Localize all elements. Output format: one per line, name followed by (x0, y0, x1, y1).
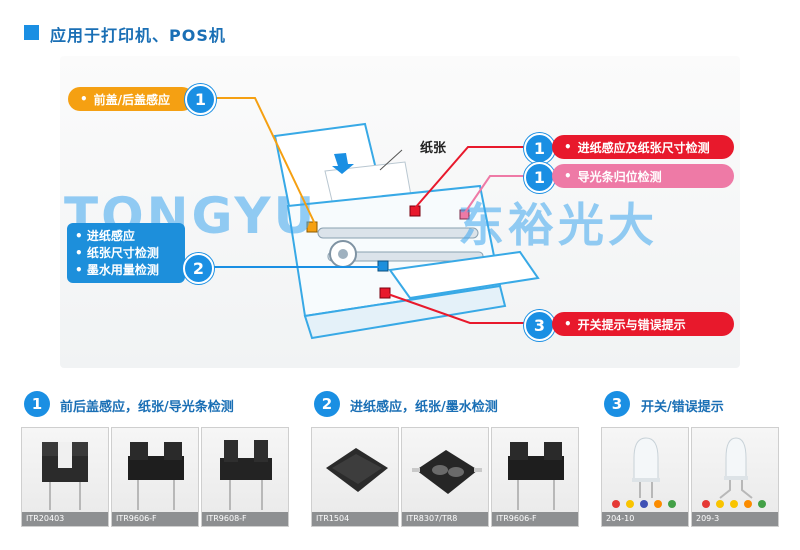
page-title: 应用于打印机、POS机 (50, 26, 226, 45)
led-color-dot (702, 500, 710, 508)
callout-light-guide-label: 导光条归位检测 (577, 169, 662, 184)
product-model: ITR9608-F (202, 512, 288, 526)
category-2-label: 进纸感应，纸张/墨水检测 (350, 400, 498, 415)
category-1-number: 1 (24, 391, 50, 417)
printer-illustration (273, 122, 540, 340)
led-color-dot (612, 500, 620, 508)
callout-front-cover: • 前盖/后盖感应 (68, 87, 194, 111)
callout-light-guide: • 导光条归位检测 (552, 164, 734, 188)
product-model: 209-3 (692, 512, 778, 526)
led-color-dot (716, 500, 724, 508)
led-color-dot (744, 500, 752, 508)
photointerrupter-image (42, 442, 88, 510)
product-card[interactable]: 204-10 (601, 427, 689, 527)
photointerrupter-image (128, 442, 184, 510)
reflective-sensor-image (326, 448, 388, 492)
callout-front-cover-label: 前盖/后盖感应 (93, 92, 171, 107)
callout-paper-feed-label: 进纸感应及纸张尺寸检测 (577, 140, 710, 155)
product-card[interactable]: ITR9606-F (491, 427, 579, 527)
bullet-dot: • (564, 317, 572, 331)
product-card[interactable]: ITR20403 (21, 427, 109, 527)
category-2-number: 2 (314, 391, 340, 417)
product-card[interactable]: 209-3 (691, 427, 779, 527)
product-card[interactable]: ITR1504 (311, 427, 399, 527)
product-model: ITR9606-F (112, 512, 198, 526)
led-color-dot (626, 500, 634, 508)
led-color-dot (668, 500, 676, 508)
callout-light-guide-number: 1 (524, 162, 555, 193)
product-model: ITR1504 (312, 512, 398, 526)
callout-paper-feed-number: 1 (524, 133, 555, 164)
led-color-dot (730, 500, 738, 508)
led-image (702, 437, 766, 508)
callout-feed-item: • 进纸感应 (75, 229, 135, 243)
paper-label: 纸张 (420, 141, 447, 156)
callout-front-cover-number: 1 (185, 84, 216, 115)
callout-feed-item: • 纸张尺寸检测 (75, 246, 159, 260)
bullet-dot: • (564, 169, 572, 183)
product-card[interactable]: ITR8307/TR8 (401, 427, 489, 527)
product-card[interactable]: ITR9608-F (201, 427, 289, 527)
callout-feed-item: • 墨水用量检测 (75, 263, 159, 277)
callout-feed-group: • 进纸感应 • 纸张尺寸检测 • 墨水用量检测 (67, 223, 185, 283)
led-color-dot (654, 500, 662, 508)
photointerrupter-image (508, 442, 564, 510)
led-image (612, 437, 676, 508)
photointerrupter-image (220, 440, 272, 510)
bullet-dot: • (564, 140, 572, 154)
product-model: ITR9606-F (492, 512, 578, 526)
callout-switch-error-number: 3 (524, 310, 555, 341)
callout-switch-error: • 开关提示与错误提示 (552, 312, 734, 336)
callout-switch-error-label: 开关提示与错误提示 (577, 317, 686, 332)
led-color-dot (758, 500, 766, 508)
category-3-number: 3 (604, 391, 630, 417)
callout-paper-feed: • 进纸感应及纸张尺寸检测 (552, 135, 734, 159)
product-model: 204-10 (602, 512, 688, 526)
callout-feed-group-number: 2 (183, 253, 214, 284)
product-model: ITR8307/TR8 (402, 512, 488, 526)
led-color-dot (640, 500, 648, 508)
header-marker (24, 25, 39, 40)
bullet-dot: • (80, 92, 88, 106)
watermark-cn: 东裕光大 (458, 198, 658, 252)
category-3-label: 开关/错误提示 (641, 400, 724, 415)
smd-sensor-image (412, 450, 482, 494)
product-model: ITR20403 (22, 512, 108, 526)
category-1-label: 前后盖感应，纸张/导光条检测 (60, 400, 234, 415)
product-card[interactable]: ITR9606-F (111, 427, 199, 527)
